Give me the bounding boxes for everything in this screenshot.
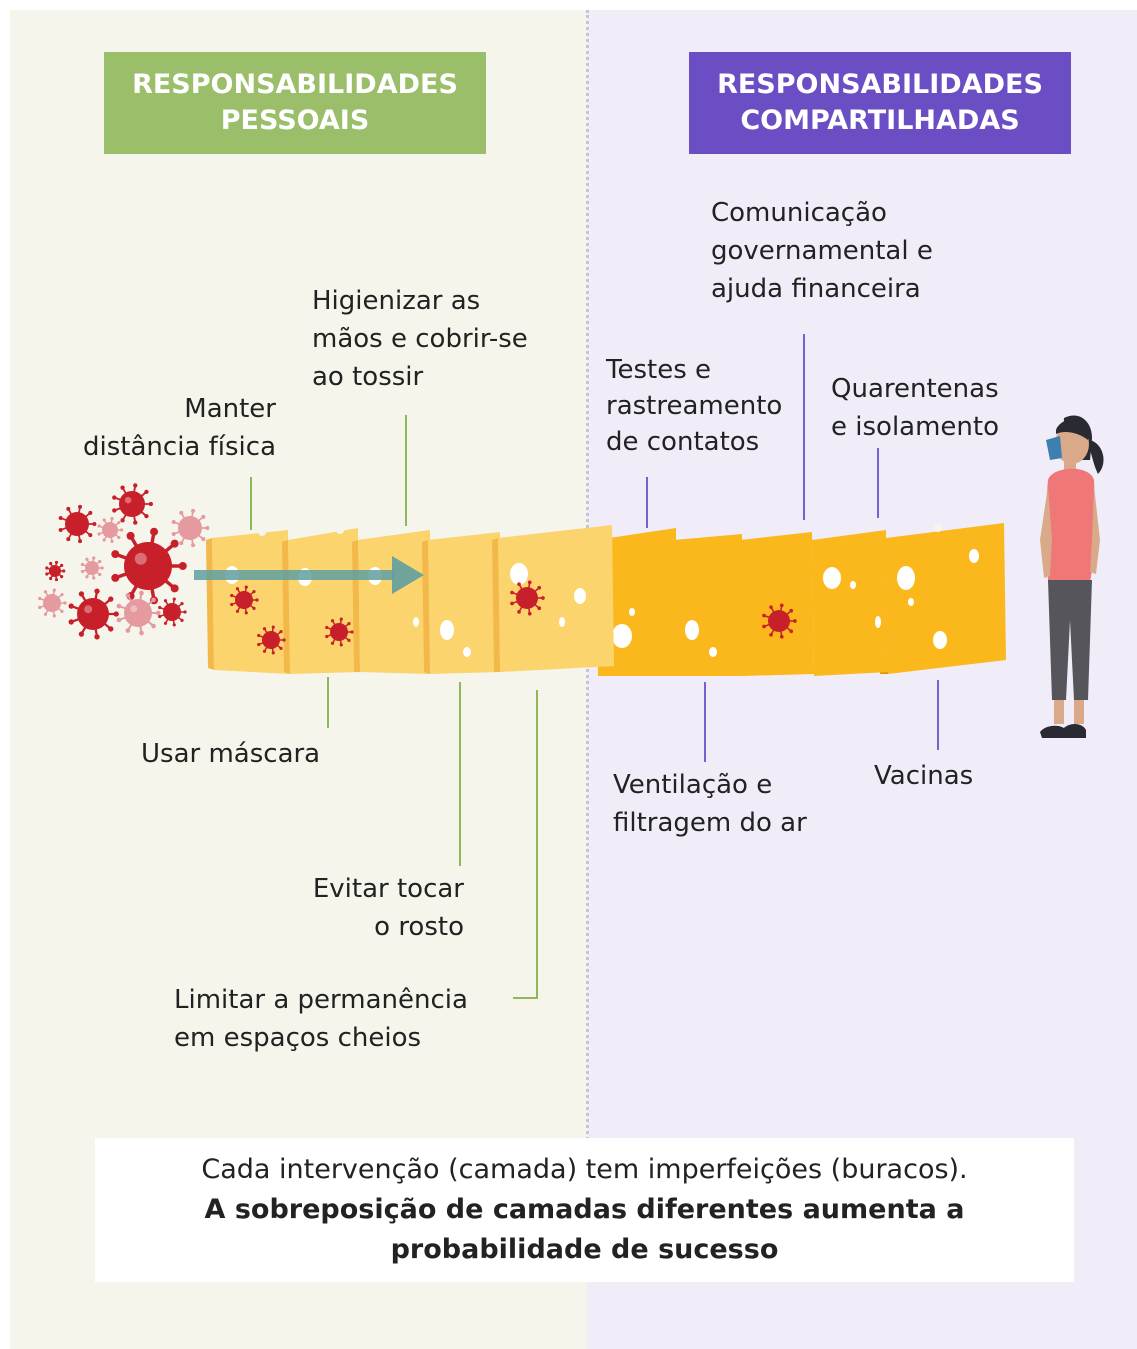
label-manter-distancia: Manter distância física <box>60 390 276 466</box>
label-line: Comunicação <box>711 198 887 228</box>
personal-panel <box>10 10 587 1349</box>
footer-line-bold: probabilidade de sucesso <box>390 1234 779 1265</box>
header-line: COMPARTILHADAS <box>740 105 1020 136</box>
shared-responsibilities-header: RESPONSABILIDADES COMPARTILHADAS <box>689 52 1071 154</box>
virus-icon <box>58 504 97 544</box>
header-line: RESPONSABILIDADES <box>132 69 458 100</box>
cheese-layer <box>812 530 888 676</box>
virus-icon <box>257 625 286 655</box>
footer-caption: Cada intervenção (camada) tem imperfeiçõ… <box>95 1138 1074 1282</box>
virus-icon <box>510 580 545 616</box>
header-line: PESSOAIS <box>220 105 370 136</box>
footer-line-bold: A sobreposição de camadas diferentes aum… <box>204 1194 965 1225</box>
label-line: Usar máscara <box>141 739 321 769</box>
cheese-layer <box>886 523 1006 674</box>
label-line: Ventilação e <box>613 770 773 800</box>
label-line: Higienizar as <box>312 286 481 316</box>
virus-icon <box>111 527 187 605</box>
label-line: ao tossir <box>312 362 424 392</box>
label-evitar-tocar-rosto: Evitar tocar o rosto <box>264 870 464 946</box>
shared-panel <box>587 10 1137 1349</box>
virus-icon <box>68 588 119 640</box>
virus-icon <box>45 560 66 582</box>
label-limitar-permanencia: Limitar a permanência em espaços cheios <box>174 981 468 1057</box>
personal-responsibilities-header: RESPONSABILIDADES PESSOAIS <box>104 52 486 154</box>
label-line: Evitar tocar <box>312 874 464 904</box>
label-line: e isolamento <box>831 412 999 442</box>
virus-icon <box>171 508 210 548</box>
label-line: ajuda financeira <box>711 274 921 304</box>
leader-line-permanencia <box>513 690 538 999</box>
label-line: mãos e cobrir-se <box>312 324 528 354</box>
label-quarentenas: Quarentenas e isolamento <box>831 370 999 446</box>
label-vacinas: Vacinas <box>874 757 973 795</box>
label-line: governamental e <box>711 236 933 266</box>
label-line: Testes e <box>606 355 712 385</box>
virus-icon <box>38 588 67 618</box>
label-comunicacao-governamental: Comunicação governamental e ajuda financ… <box>711 194 933 308</box>
label-higienizar-maos: Higienizar as mãos e cobrir-se ao tossir <box>312 282 528 396</box>
virus-icon <box>80 556 104 580</box>
virus-cluster <box>38 483 797 655</box>
label-line: em espaços cheios <box>174 1023 422 1053</box>
label-line: Quarentenas <box>831 374 999 404</box>
virus-icon <box>230 585 259 615</box>
footer-line: Cada intervenção (camada) tem imperfeiçõ… <box>201 1154 968 1185</box>
virus-icon <box>325 617 354 647</box>
cheese-layer <box>674 534 742 676</box>
label-testes-rastreamento: Testes e rastreamento de contatos <box>606 352 782 460</box>
label-line: Vacinas <box>874 761 974 791</box>
virus-icon <box>116 590 161 636</box>
transmission-arrow <box>194 556 424 594</box>
shared-cheese-layers <box>590 523 1006 676</box>
label-line: o rosto <box>374 912 464 942</box>
label-line: Manter <box>184 394 276 424</box>
cheese-layer <box>358 530 430 674</box>
cheese-layer <box>740 532 814 676</box>
label-line: Limitar a permanência <box>174 985 468 1015</box>
virus-icon <box>97 516 124 544</box>
virus-icon <box>762 603 797 639</box>
label-line: distância física <box>83 432 276 462</box>
virus-icon <box>112 483 154 525</box>
header-line: RESPONSABILIDADES <box>717 69 1043 100</box>
label-line: rastreamento <box>606 391 783 421</box>
person-illustration <box>1040 415 1104 738</box>
label-line: de contatos <box>606 427 760 457</box>
cheese-layer <box>498 525 614 672</box>
virus-icon <box>158 597 187 627</box>
label-line: filtragem do ar <box>613 808 807 838</box>
label-usar-mascara: Usar máscara <box>141 735 320 773</box>
label-ventilacao: Ventilação e filtragem do ar <box>613 766 807 842</box>
cheese-layer <box>288 528 360 674</box>
